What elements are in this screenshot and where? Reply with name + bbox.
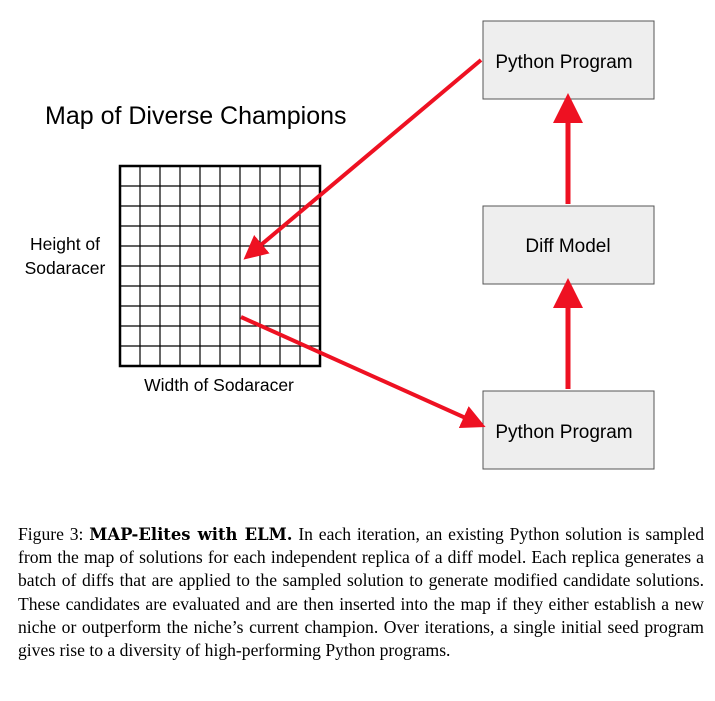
caption-prefix: Figure 3: bbox=[18, 524, 84, 544]
solution-map-grid bbox=[118, 164, 322, 368]
box-python-program-bottom: Python Program bbox=[482, 390, 655, 470]
caption-bold-title: MAP-Elites with ELM. bbox=[89, 525, 293, 544]
box-python-program-top: Python Program bbox=[482, 20, 655, 100]
y-axis-label-line-1: Height of bbox=[30, 234, 100, 254]
arrow-top-to-map bbox=[243, 58, 483, 260]
box-python-program-bottom-label: Python Program bbox=[495, 422, 632, 443]
box-diff-model-rect bbox=[482, 205, 655, 285]
y-axis-label-line-2: Sodaracer bbox=[25, 258, 106, 278]
map-title: Map of Diverse Champions bbox=[45, 102, 347, 130]
arrow-map-to-bottom bbox=[240, 315, 486, 429]
map-elites-diagram: Map of Diverse Champions Height of Sodar… bbox=[25, 20, 655, 470]
box-diff-model: Diff Model bbox=[482, 205, 655, 285]
box-python-program-top-rect bbox=[482, 20, 655, 100]
box-python-program-bottom-rect bbox=[482, 390, 655, 470]
caption-body: In each iteration, an existing Python so… bbox=[18, 524, 704, 661]
box-diff-model-label: Diff Model bbox=[525, 236, 610, 257]
x-axis-label: Width of Sodaracer bbox=[144, 375, 294, 395]
box-python-program-top-label: Python Program bbox=[495, 52, 632, 73]
figure-caption: Figure 3: MAP-Elites with ELM. In each i… bbox=[18, 523, 704, 662]
